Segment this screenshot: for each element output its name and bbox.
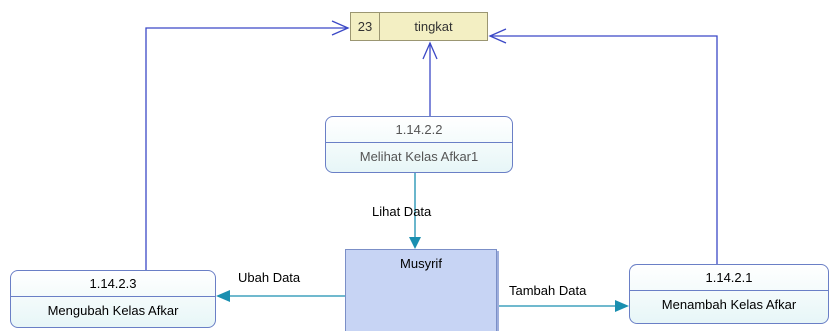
process-name: Menambah Kelas Afkar	[661, 297, 797, 312]
process-menambah[interactable]: 1.14.2.1 Menambah Kelas Afkar	[629, 264, 829, 324]
flow-label-tambah: Tambah Data	[509, 283, 587, 298]
flow-right-to-store	[490, 35, 718, 264]
arrowhead-tambah	[615, 300, 629, 312]
data-store-name: tingkat	[414, 19, 453, 34]
flow-label-ubah: Ubah Data	[238, 270, 301, 285]
arrowhead-right-store	[488, 28, 507, 44]
process-melihat[interactable]: 1.14.2.2 Melihat Kelas Afkar1	[325, 116, 513, 173]
process-id: 1.14.2.3	[11, 271, 215, 297]
data-store-id: 23	[351, 13, 380, 40]
process-id: 1.14.2.2	[326, 117, 512, 143]
arrowhead-center-store	[422, 41, 438, 60]
process-mengubah[interactable]: 1.14.2.3 Mengubah Kelas Afkar	[10, 270, 216, 328]
process-name: Mengubah Kelas Afkar	[47, 303, 179, 318]
arrowhead-lihat	[409, 237, 421, 249]
arrowhead-ubah	[216, 290, 230, 302]
arrowhead-left-store	[331, 20, 350, 36]
process-id: 1.14.2.1	[630, 265, 828, 291]
external-entity-musyrif[interactable]: Musyrif	[345, 249, 497, 331]
data-store-tingkat[interactable]: 23 tingkat	[350, 12, 488, 41]
flow-label-lihat: Lihat Data	[372, 204, 432, 219]
flow-left-to-store	[145, 27, 348, 271]
process-name: Melihat Kelas Afkar1	[359, 149, 479, 164]
entity-name: Musyrif	[400, 256, 442, 271]
